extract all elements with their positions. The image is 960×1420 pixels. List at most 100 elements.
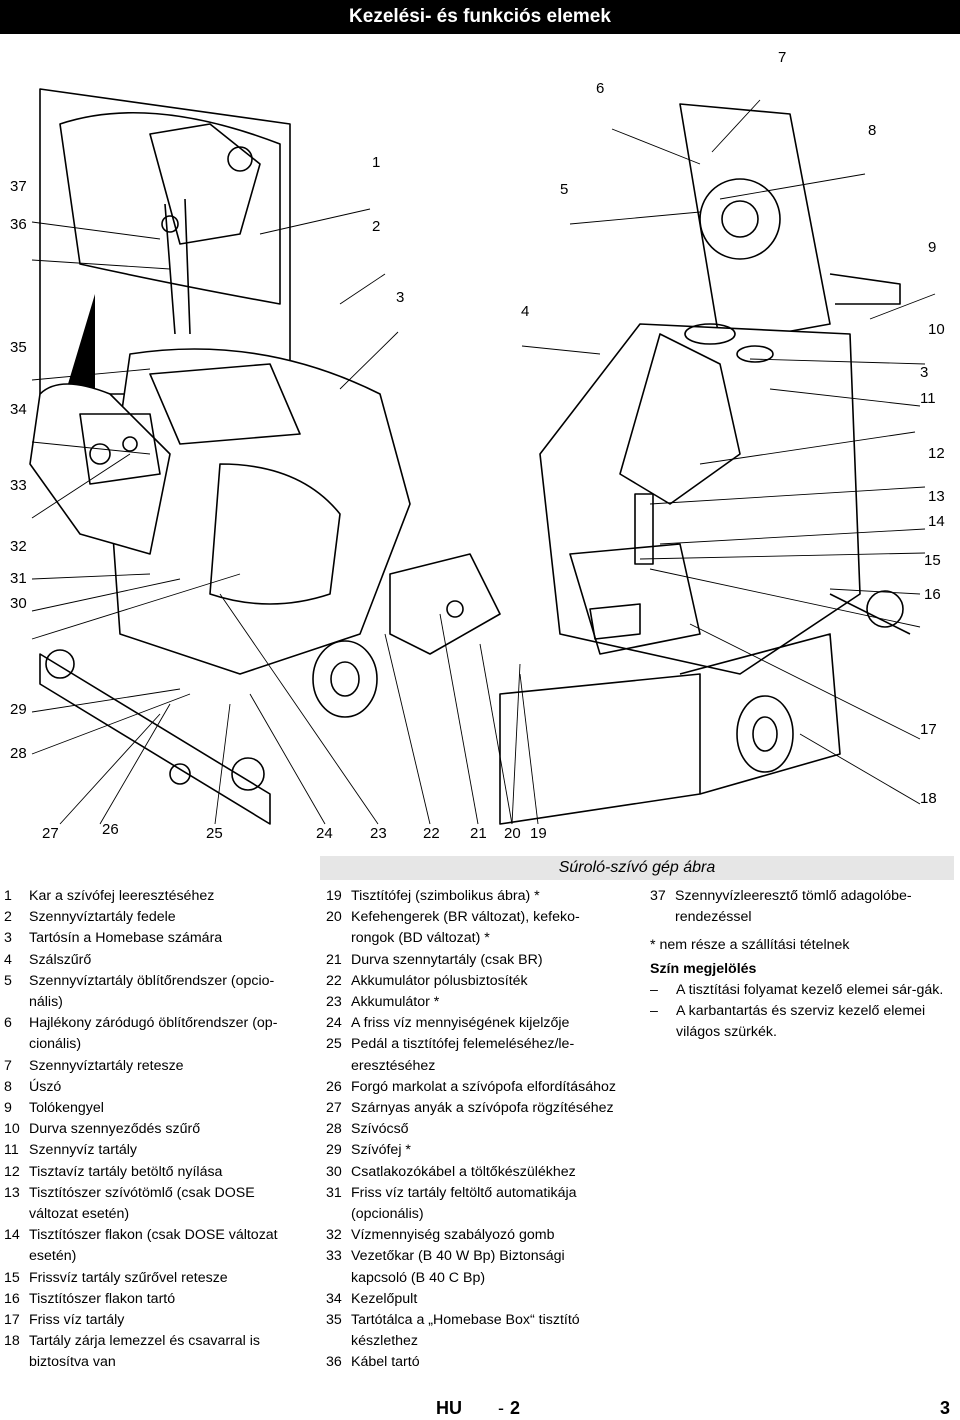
- figure-caption: Súroló-szívó gép ábra: [320, 856, 954, 880]
- legend-number: 9: [4, 1100, 12, 1117]
- callout-18: 18: [920, 790, 937, 807]
- legend-item: 4 Szálszűrő: [4, 950, 304, 971]
- callout-19: 19: [530, 825, 547, 842]
- legend-text: Tisztavíz tartály betöltő nyílása: [29, 1163, 223, 1180]
- callout-3a: 3: [396, 289, 405, 306]
- legend-item: 32 Vízmennyiség szabályozó gomb: [326, 1225, 622, 1246]
- color-item: –A tisztítási folyamat kezelő elemei sár…: [650, 980, 952, 1001]
- legend-number: 11: [4, 1142, 19, 1159]
- legend-number: 33: [326, 1248, 342, 1265]
- legend-text: Szennyvíztartály retesze: [29, 1057, 184, 1074]
- legend-text: Szennyvíztartály öblítőrendszer (opcio-n…: [29, 972, 275, 1011]
- legend-number: 27: [326, 1100, 342, 1117]
- color-section-title: Szín megjelölés: [650, 960, 757, 977]
- color-item-text: A karbantartás és szerviz kezelő elemei …: [676, 1003, 926, 1041]
- callout-1: 1: [372, 154, 381, 171]
- legend-number: 22: [326, 972, 342, 989]
- page-title: Kezelési- és funkciós elemek: [349, 6, 611, 27]
- legend-text: Szennyvízleeresztő tömlő adagolóbe-rende…: [675, 888, 912, 926]
- legend-item: 5 Szennyvíztartály öblítőrendszer (opcio-…: [4, 971, 304, 1013]
- legend-text: Tolókengyel: [29, 1100, 104, 1117]
- callout-13: 13: [928, 488, 945, 505]
- legend-number: 36: [326, 1354, 342, 1371]
- figure-caption-text: Súroló-szívó gép ábra: [558, 859, 716, 876]
- legend-text: Friss víz tartály feltöltő automatikája …: [351, 1184, 577, 1223]
- legend-text: Csatlakozókábel a töltőkészülékhez: [351, 1163, 576, 1180]
- footer-page-number: 3: [940, 1398, 951, 1418]
- legend-number: 26: [326, 1078, 342, 1095]
- legend-number: 5: [4, 972, 12, 989]
- legend-text: Szárnyas anyák a szívópofa rögzítéséhez: [351, 1100, 614, 1117]
- legend-text: Hajlékony záródugó öblítőrendszer (op-ci…: [29, 1015, 278, 1053]
- callout-21: 21: [470, 825, 487, 842]
- callout-11: 11: [920, 390, 936, 407]
- legend-text: Durva szennyeződés szűrő: [29, 1121, 201, 1138]
- callout-37: 37: [10, 178, 27, 195]
- callout-27: 27: [42, 825, 59, 842]
- footer-section-number: 2: [510, 1398, 521, 1418]
- legend-item: 29 Szívófej *: [326, 1140, 622, 1161]
- legend-text: Akkumulátor *: [351, 994, 440, 1011]
- callout-20: 20: [504, 825, 521, 842]
- legend-number: 30: [326, 1163, 342, 1180]
- legend-text: Durva szennytartály (csak BR): [351, 951, 543, 968]
- color-item: – A karbantartás és szerviz kezelő elemei…: [650, 1001, 952, 1043]
- legend-text: Tisztítófej (szimbolikus ábra) *: [351, 888, 540, 904]
- callout-31: 31: [10, 570, 27, 587]
- callout-16: 16: [924, 586, 941, 603]
- legend-text: Úszó: [29, 1078, 62, 1095]
- legend-number: 18: [4, 1333, 20, 1350]
- legend-text: Szálszűrő: [29, 951, 92, 968]
- callout-36: 36: [10, 216, 27, 233]
- legend-item: 7 Szennyvíztartály retesze: [4, 1056, 304, 1077]
- legend-number: 7: [4, 1057, 12, 1074]
- legend-item: 6 Hajlékony záródugó öblítőrendszer (op-c…: [4, 1013, 304, 1055]
- legend-number: 23: [326, 994, 342, 1011]
- legend-number: 32: [326, 1227, 342, 1244]
- callout-33: 33: [10, 477, 27, 494]
- legend-item: 21 Durva szennytartály (csak BR): [326, 950, 622, 971]
- legend-text: Kábel tartó: [351, 1354, 420, 1371]
- legend-number: 1: [4, 888, 12, 904]
- callout-24: 24: [316, 825, 333, 842]
- legend-number: 29: [326, 1142, 342, 1159]
- delivery-note: * nem része a szállítási tételnek: [650, 937, 850, 954]
- legend-number: 6: [4, 1015, 12, 1032]
- legend-text: Vízmennyiség szabályozó gomb: [351, 1227, 555, 1244]
- dash-bullet: –: [650, 1003, 658, 1020]
- callout-30: 30: [10, 595, 27, 612]
- legend-number: 17: [4, 1312, 20, 1329]
- callout-12: 12: [928, 445, 945, 462]
- page-header: Kezelési- és funkciós elemek: [0, 0, 960, 34]
- legend-text: Szívófej *: [351, 1142, 411, 1159]
- callout-28: 28: [10, 745, 27, 762]
- legend-text: Akkumulátor pólusbiztosíték: [351, 972, 528, 989]
- callout-17: 17: [920, 721, 937, 738]
- callout-22: 22: [423, 825, 440, 842]
- callout-32: 32: [10, 538, 27, 555]
- callout-9: 9: [928, 239, 937, 256]
- legend-number: 4: [4, 951, 12, 968]
- callout-35: 35: [10, 339, 27, 356]
- callout-14: 14: [928, 513, 945, 530]
- legend-item: 22 Akkumulátor pólusbiztosíték: [326, 971, 622, 992]
- callout-4: 4: [521, 303, 530, 320]
- legend-number: 3: [4, 930, 12, 947]
- legend-text: Szennyvíztartály fedele: [29, 909, 176, 926]
- legend-text: Kefehengerek (BR változat), kefeko-rongo…: [351, 909, 580, 947]
- legend-number: 15: [4, 1269, 20, 1286]
- legend-item: 30 Csatlakozókábel a töltőkészülékhez: [326, 1162, 622, 1183]
- callout-23: 23: [370, 825, 387, 842]
- legend-number: 21: [326, 951, 342, 968]
